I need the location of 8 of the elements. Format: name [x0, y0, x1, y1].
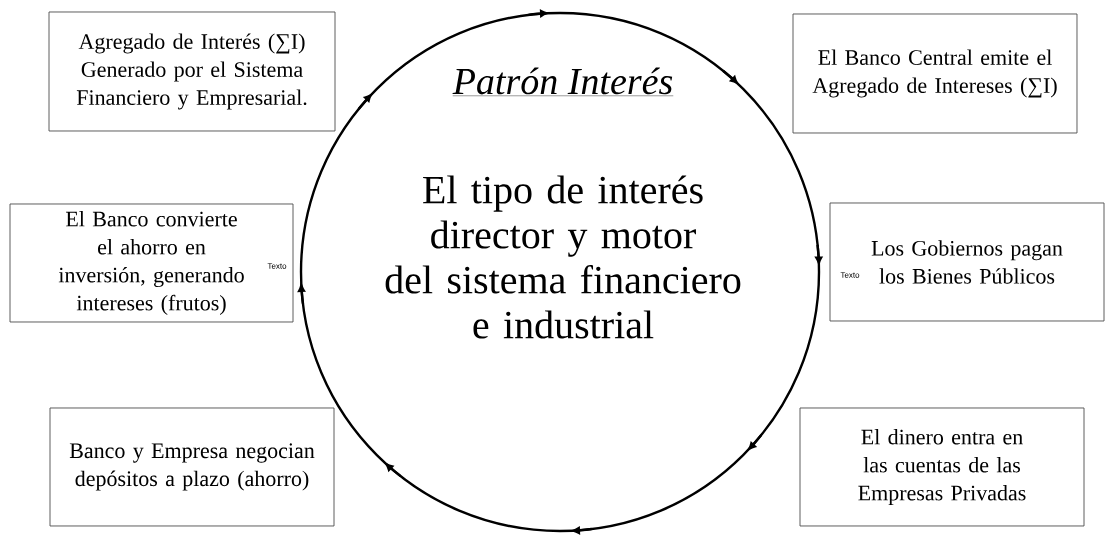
center-text: El tipo de interés director y motor del sistema financiero e industrial	[385, 175, 741, 339]
text-box: Banco y Empresa negocian depósitos a plazo (ahorro)	[49, 407, 335, 527]
small-label: Texto	[840, 272, 860, 278]
small-label: Texto	[267, 263, 287, 269]
text-box: Agregado de Interés (∑I) Generado por el Sistema Financiero y Empresarial.	[48, 11, 336, 132]
circle-heading: Patrón Interés	[452, 67, 674, 96]
text-box: El dinero entra en las cuentas de las Empresas Privadas	[799, 407, 1085, 527]
text-box: El Banco Central emite el Agregado de Intereses (∑I)	[792, 13, 1078, 134]
